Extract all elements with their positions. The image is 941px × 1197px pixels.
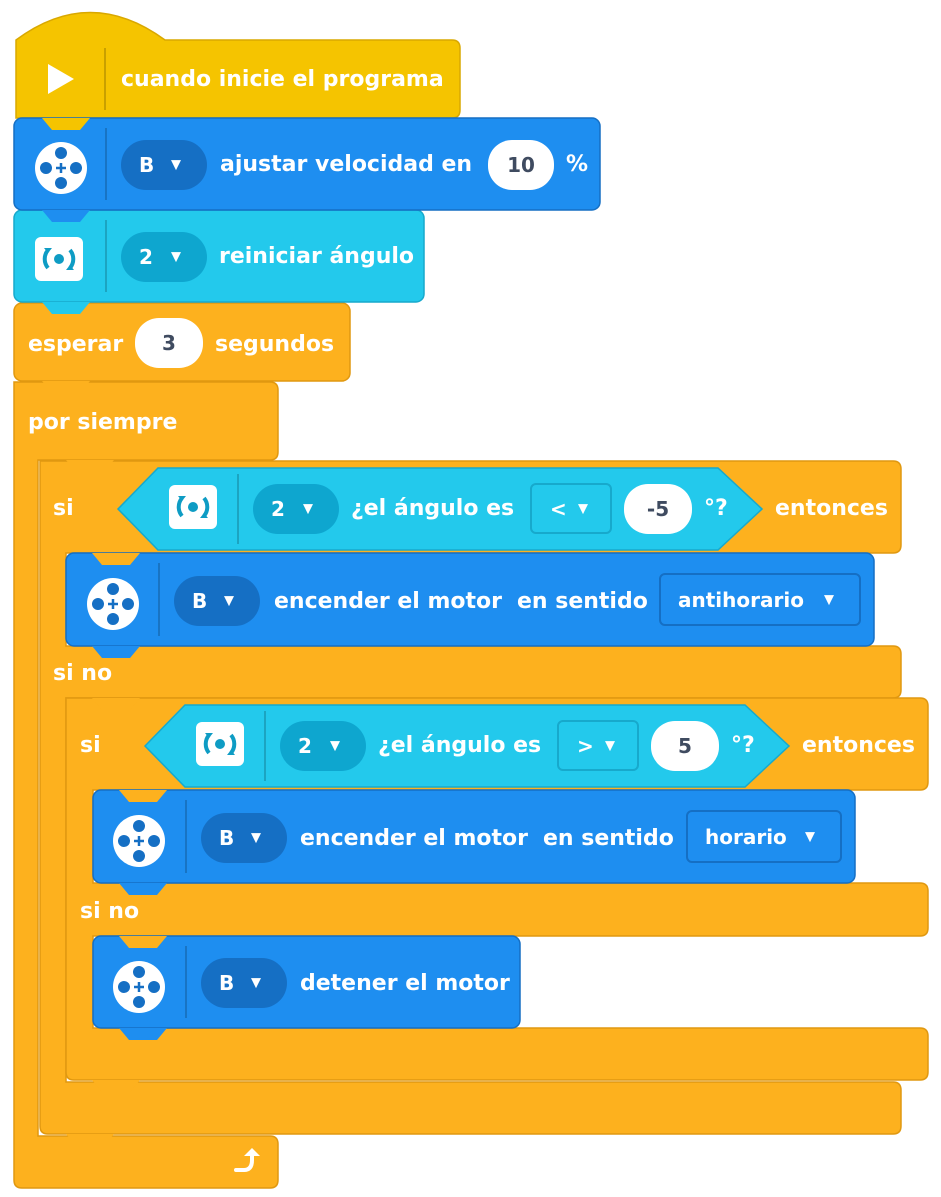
chevron-down-icon: ▼ [171, 157, 181, 173]
if1-value-input[interactable]: -5 [624, 484, 692, 534]
motor1-label: encender el motor [274, 589, 503, 614]
motor-icon [35, 142, 87, 194]
wait-unit: segundos [215, 332, 335, 357]
chevron-down-icon: ▼ [330, 738, 340, 754]
rotation-sensor-icon [35, 237, 83, 281]
wait-label: esperar [28, 332, 124, 357]
motor2-label2: en sentido [543, 826, 674, 851]
port-dropdown-motor1[interactable]: B ▼ [174, 576, 260, 626]
if2-value-input[interactable]: 5 [651, 721, 719, 771]
if1-suffix: °? [704, 496, 728, 521]
motor2-label: encender el motor [300, 826, 529, 851]
if1-else-label: si no [53, 661, 113, 686]
chevron-down-icon: ▼ [805, 829, 815, 844]
speed-unit: % [566, 152, 589, 177]
if-else-block-inner[interactable] [65, 697, 929, 1081]
forever-label: por siempre [28, 410, 178, 435]
play-icon [48, 64, 74, 94]
operator-dropdown-if2[interactable]: > ▼ [557, 720, 639, 771]
chevron-down-icon: ▼ [251, 830, 261, 846]
motor-icon [87, 578, 139, 630]
if2-suffix: °? [731, 733, 755, 758]
hat-label: cuando inicie el programa [121, 67, 444, 92]
if-else-block-outer[interactable] [39, 460, 902, 1135]
port-dropdown-if2[interactable]: 2 ▼ [280, 721, 366, 771]
stop-label: detener el motor [300, 971, 510, 996]
wait-value-input[interactable]: 3 [135, 318, 203, 368]
speed-value-input[interactable]: 10 [488, 140, 554, 190]
if1-si-label: si [53, 496, 74, 521]
rotation-sensor-icon [169, 485, 217, 529]
chevron-down-icon: ▼ [251, 975, 261, 991]
motor-block-2[interactable] [92, 789, 856, 884]
chevron-down-icon: ▼ [605, 738, 615, 753]
chevron-down-icon: ▼ [224, 593, 234, 609]
chevron-down-icon: ▼ [578, 501, 588, 516]
if2-question: ¿el ángulo es [378, 733, 542, 758]
chevron-down-icon: ▼ [824, 592, 834, 607]
port-dropdown-motor2[interactable]: B ▼ [201, 813, 287, 863]
motor-icon [113, 815, 165, 867]
rotation-sensor-icon [196, 722, 244, 766]
direction-dropdown-motor2[interactable]: horario ▼ [686, 810, 842, 863]
loop-arrow-icon [234, 1148, 260, 1172]
motor-icon [113, 961, 165, 1013]
if2-entonces: entonces [802, 733, 915, 758]
motor1-label2: en sentido [517, 589, 648, 614]
speed-label: ajustar velocidad en [220, 152, 473, 177]
chevron-down-icon: ▼ [171, 249, 181, 265]
direction-dropdown-motor1[interactable]: antihorario ▼ [659, 573, 861, 626]
port-dropdown-reset[interactable]: 2 ▼ [121, 232, 207, 282]
reset-label: reiniciar ángulo [219, 244, 415, 269]
if2-si-label: si [80, 733, 101, 758]
forever-block[interactable] [13, 381, 279, 1189]
hat-block[interactable] [15, 11, 461, 119]
if1-entonces: entonces [775, 496, 888, 521]
if1-question: ¿el ángulo es [351, 496, 515, 521]
port-dropdown-if1[interactable]: 2 ▼ [253, 484, 339, 534]
chevron-down-icon: ▼ [303, 501, 313, 517]
if2-else-label: si no [80, 899, 140, 924]
stop-block[interactable] [92, 935, 521, 1029]
port-dropdown-stop[interactable]: B ▼ [201, 958, 287, 1008]
port-dropdown-speed[interactable]: B ▼ [121, 140, 207, 190]
operator-dropdown-if1[interactable]: < ▼ [530, 483, 612, 534]
